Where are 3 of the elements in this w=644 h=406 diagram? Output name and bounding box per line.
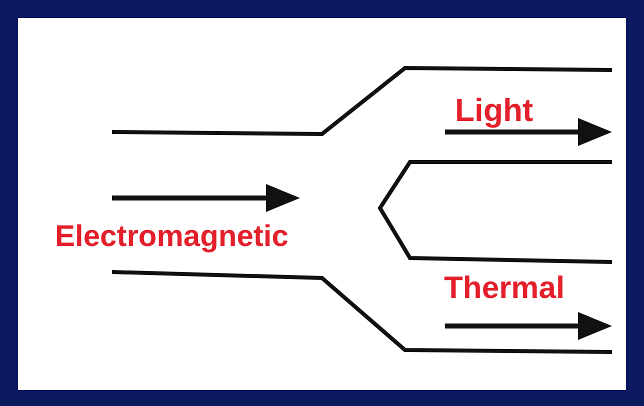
flow-label: Thermal xyxy=(444,272,565,303)
flow-label: Electromagnetic xyxy=(55,222,288,252)
flow-label: Light xyxy=(455,94,534,126)
